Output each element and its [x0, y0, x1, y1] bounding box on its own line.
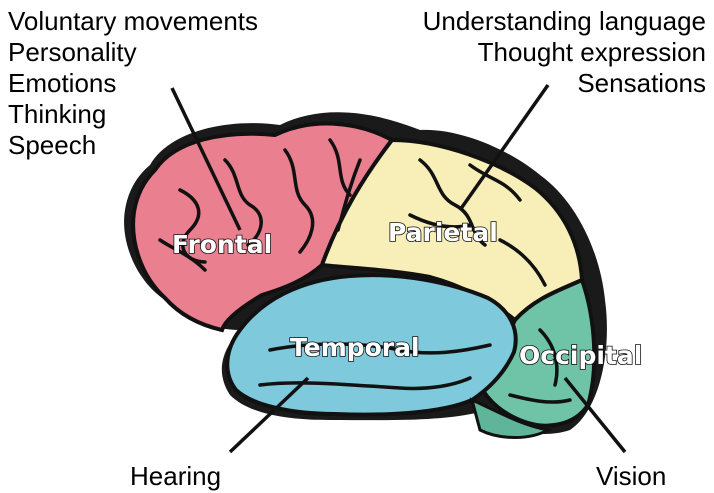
function-item: Sensations — [423, 68, 706, 99]
function-item: Personality — [8, 37, 258, 68]
function-item: Thinking — [8, 99, 258, 130]
function-item: Emotions — [8, 68, 258, 99]
function-item: Thought expression — [423, 37, 706, 68]
temporal-label: Temporal — [290, 333, 420, 362]
frontal-label: Frontal — [172, 230, 272, 259]
function-item: Understanding language — [423, 6, 706, 37]
function-item: Speech — [8, 130, 258, 161]
occipital-function: Vision — [596, 461, 666, 492]
parietal-label: Parietal — [388, 218, 498, 247]
frontal-functions-list: Voluntary movements Personality Emotions… — [8, 6, 258, 161]
function-item: Voluntary movements — [8, 6, 258, 37]
temporal-function: Hearing — [130, 461, 221, 492]
parietal-functions-list: Understanding language Thought expressio… — [423, 6, 706, 99]
occipital-label: Occipital — [519, 341, 642, 370]
